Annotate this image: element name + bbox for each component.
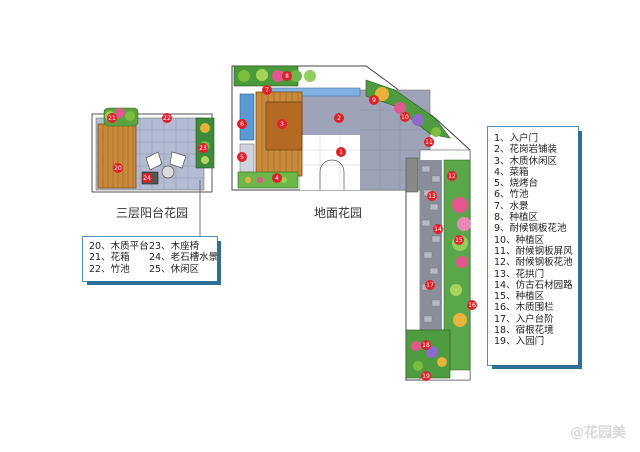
svg-text:24: 24 bbox=[143, 175, 151, 182]
marker-17: 17 bbox=[425, 280, 435, 290]
marker-12: 12 bbox=[447, 171, 457, 181]
legend-item: 25、休闲区 bbox=[149, 263, 200, 275]
marker-9: 9 bbox=[369, 95, 379, 105]
svg-text:18: 18 bbox=[422, 342, 430, 349]
marker-24: 24 bbox=[142, 173, 152, 183]
legend-item: 23、木座椅 bbox=[149, 241, 200, 252]
ground-plan bbox=[231, 65, 471, 381]
legend-item: 9、耐候钢板花池 bbox=[494, 223, 567, 235]
marker-20: 20 bbox=[113, 163, 123, 173]
legend-item: 16、木质围栏 bbox=[494, 302, 554, 314]
marker-4: 4 bbox=[272, 173, 282, 183]
legend-item: 11、耐候钢板屏风 bbox=[494, 245, 573, 257]
svg-text:14: 14 bbox=[434, 226, 442, 233]
legend-item: 20、木质平台 bbox=[89, 241, 149, 252]
legend-item: 22、竹池 bbox=[89, 263, 130, 275]
legend-item: 4、菜箱 bbox=[494, 166, 529, 178]
marker-16: 16 bbox=[467, 300, 477, 310]
marker-15: 15 bbox=[454, 235, 464, 245]
legend-item: 18、宿根花境 bbox=[494, 325, 554, 337]
marker-2: 2 bbox=[334, 113, 344, 123]
legend-item: 14、仿古石材园路 bbox=[494, 279, 573, 291]
marker-23: 23 bbox=[198, 143, 208, 153]
legend-item: 17、入户台阶 bbox=[494, 313, 554, 325]
svg-text:9: 9 bbox=[372, 97, 376, 104]
marker-7: 7 bbox=[262, 85, 272, 95]
marker-18: 18 bbox=[421, 340, 431, 350]
svg-text:19: 19 bbox=[422, 373, 430, 380]
legend-item: 5、烧烤台 bbox=[494, 178, 539, 190]
svg-text:13: 13 bbox=[428, 193, 436, 200]
marker-6: 6 bbox=[237, 119, 247, 129]
marker-5: 5 bbox=[237, 152, 247, 162]
marker-19: 19 bbox=[421, 371, 431, 381]
legend-item: 13、花拱门 bbox=[494, 268, 545, 280]
legend-item: 15、种植区 bbox=[494, 291, 545, 303]
svg-text:15: 15 bbox=[455, 237, 463, 244]
marker-3: 3 bbox=[277, 119, 287, 129]
ground-caption: 地面花园 bbox=[314, 206, 363, 220]
balcony-legend: 20、木质平台 23、木座椅 21、花箱 24、老石槽水景 22、竹池 25、休… bbox=[82, 236, 221, 285]
legend-item: 3、木质休闲区 bbox=[494, 155, 558, 167]
svg-text:10: 10 bbox=[401, 114, 409, 121]
svg-text:20: 20 bbox=[114, 165, 122, 172]
svg-text:23: 23 bbox=[199, 145, 207, 152]
marker-21: 21 bbox=[107, 113, 117, 123]
marker-14: 14 bbox=[433, 224, 443, 234]
main-legend: 1、入户门 2、花岗岩铺装 3、木质休闲区 4、菜箱 5、烧烤台 6、竹池 7、… bbox=[487, 126, 582, 369]
svg-text:11: 11 bbox=[425, 139, 433, 146]
legend-item: 8、种植区 bbox=[494, 212, 539, 224]
svg-text:12: 12 bbox=[448, 173, 456, 180]
svg-text:22: 22 bbox=[163, 115, 171, 122]
svg-text:17: 17 bbox=[426, 282, 434, 289]
legend-item: 21、花箱 bbox=[89, 252, 130, 264]
legend-item: 1、入户门 bbox=[494, 133, 539, 144]
legend-item: 12、耐候钢板花池 bbox=[494, 257, 573, 269]
svg-text:3: 3 bbox=[280, 121, 284, 128]
balcony-caption: 三层阳台花园 bbox=[116, 206, 189, 220]
svg-text:8: 8 bbox=[285, 73, 289, 80]
legend-item: 7、水景 bbox=[494, 200, 529, 212]
legend-item: 24、老石槽水景 bbox=[149, 252, 219, 264]
legend-item: 2、花岗岩铺装 bbox=[494, 144, 558, 156]
svg-text:1: 1 bbox=[339, 149, 343, 156]
marker-10: 10 bbox=[400, 112, 410, 122]
legend-item: 19、入园门 bbox=[494, 336, 545, 348]
svg-text:5: 5 bbox=[240, 154, 244, 161]
marker-13: 13 bbox=[427, 191, 437, 201]
markers: 1 2 3 4 5 6 7 8 9 10 11 12 13 14 15 16 1… bbox=[107, 71, 477, 381]
svg-text:4: 4 bbox=[275, 175, 279, 182]
svg-text:2: 2 bbox=[337, 115, 341, 122]
watermark: @花园美 bbox=[570, 425, 626, 441]
marker-11: 11 bbox=[424, 137, 434, 147]
svg-text:6: 6 bbox=[240, 121, 244, 128]
svg-text:16: 16 bbox=[468, 302, 476, 309]
svg-text:7: 7 bbox=[265, 87, 269, 94]
legend-item: 6、竹池 bbox=[494, 189, 529, 201]
marker-1: 1 bbox=[336, 147, 346, 157]
legend-item: 10、种植区 bbox=[494, 234, 545, 246]
marker-8: 8 bbox=[282, 71, 292, 81]
marker-22: 22 bbox=[162, 113, 172, 123]
svg-text:21: 21 bbox=[108, 115, 116, 122]
